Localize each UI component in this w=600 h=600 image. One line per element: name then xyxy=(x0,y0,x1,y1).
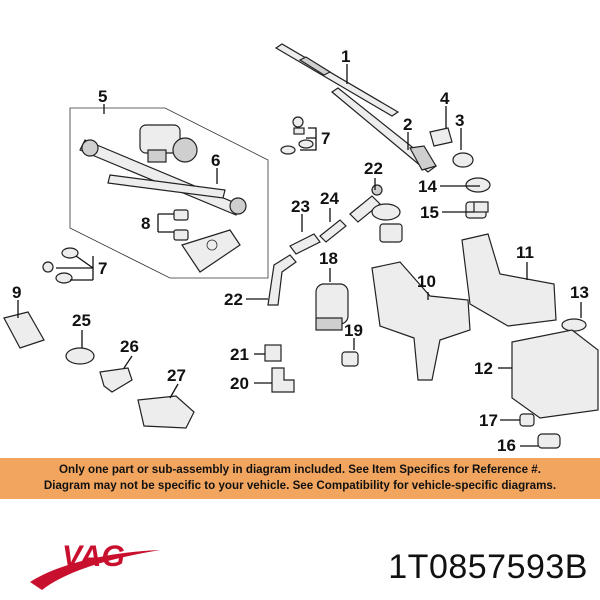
cap-15 xyxy=(371,201,489,221)
grommet-17 xyxy=(519,413,535,427)
plug-14 xyxy=(465,177,491,193)
callout-10: 10 xyxy=(417,272,436,291)
callout-7-left: 7 xyxy=(98,259,107,278)
callout-5: 5 xyxy=(98,87,107,106)
hose-22-top xyxy=(349,184,383,223)
reservoir-10 xyxy=(371,223,471,381)
callout-6: 6 xyxy=(211,151,220,170)
wiper-linkage-frame xyxy=(69,107,269,279)
callout-20: 20 xyxy=(230,374,249,393)
pump-18 xyxy=(315,283,349,331)
connector-24 xyxy=(319,219,347,243)
callout-24: 24 xyxy=(320,189,339,208)
part-number: 1T0857593B xyxy=(388,548,588,586)
disclaimer-line-2: Diagram may not be specific to your vehi… xyxy=(43,479,557,492)
callout-2: 2 xyxy=(403,115,412,134)
callout-8: 8 xyxy=(141,214,150,233)
wiper-motor xyxy=(139,124,198,163)
pump-16 xyxy=(537,433,561,449)
callout-22-left: 22 xyxy=(224,290,243,309)
callout-22-top: 22 xyxy=(364,159,383,178)
motor-bracket xyxy=(181,229,241,273)
callout-19: 19 xyxy=(344,321,363,340)
cap-4 xyxy=(429,127,453,147)
callout-14: 14 xyxy=(418,177,437,196)
callout-7-top: 7 xyxy=(321,129,330,148)
callout-16: 16 xyxy=(497,436,516,455)
wiper-arm xyxy=(330,87,437,173)
callout-13: 13 xyxy=(570,283,589,302)
callout-23: 23 xyxy=(291,197,310,216)
callout-4: 4 xyxy=(440,89,450,108)
callout-27: 27 xyxy=(167,366,186,385)
hose-26 xyxy=(99,367,133,393)
callout-1: 1 xyxy=(341,47,350,66)
reservoir-11 xyxy=(461,201,557,327)
grommets-8 xyxy=(173,209,189,241)
hose-22-left xyxy=(267,254,297,306)
seal-13 xyxy=(561,318,587,332)
connector-21 xyxy=(264,344,282,362)
callout-21: 21 xyxy=(230,345,249,364)
bracket-9 xyxy=(3,311,45,349)
reservoir-12 xyxy=(511,329,599,419)
wiper-blade xyxy=(274,43,400,117)
cap-3 xyxy=(452,152,474,168)
grommet-25 xyxy=(65,347,95,365)
svg-text:VAG: VAG xyxy=(62,540,125,573)
grommet-19 xyxy=(341,351,359,367)
callout-11: 11 xyxy=(516,243,534,262)
callout-17: 17 xyxy=(479,411,498,430)
elbow-20 xyxy=(271,367,295,393)
callout-12: 12 xyxy=(474,359,493,378)
leader-lines xyxy=(17,64,582,447)
callout-25: 25 xyxy=(72,311,91,330)
parts-diagram: 1 2 3 4 5 6 7 7 8 9 10 11 12 13 14 15 16… xyxy=(3,43,599,455)
disclaimer-line-1: Only one part or sub-assembly in diagram… xyxy=(59,463,541,476)
connector-23 xyxy=(289,233,321,255)
callout-9: 9 xyxy=(12,283,21,302)
motor-27 xyxy=(137,395,195,429)
callout-18: 18 xyxy=(319,249,338,268)
nuts-7-top xyxy=(280,116,314,155)
callout-15: 15 xyxy=(420,203,439,222)
vag-logo: VAG xyxy=(30,540,160,590)
nuts-7-left xyxy=(42,247,79,284)
disclaimer-banner: Only one part or sub-assembly in diagram… xyxy=(0,458,600,499)
callout-3: 3 xyxy=(455,111,464,130)
callout-26: 26 xyxy=(120,337,139,356)
